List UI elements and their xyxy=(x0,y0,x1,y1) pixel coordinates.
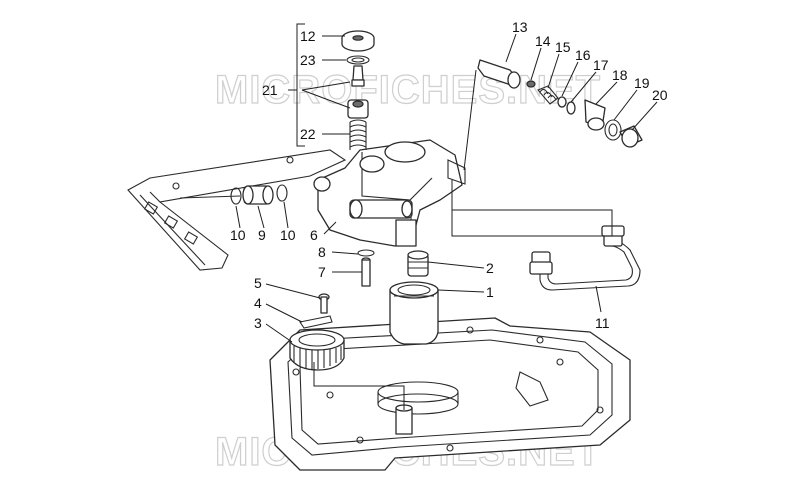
oil-pipe xyxy=(529,225,641,291)
callout-12: 12 xyxy=(300,28,316,44)
callout-2: 2 xyxy=(486,260,494,276)
callout-14: 14 xyxy=(535,33,551,49)
callout-19: 19 xyxy=(634,75,650,91)
callout-15: 15 xyxy=(555,39,571,55)
callout-5: 5 xyxy=(254,275,262,291)
callout-13: 13 xyxy=(512,19,528,35)
callout-9: 9 xyxy=(258,227,266,243)
callout-7: 7 xyxy=(318,264,326,280)
callout-11: 11 xyxy=(595,315,610,331)
callout-18: 18 xyxy=(612,67,628,83)
callout-6: 6 xyxy=(310,227,318,243)
callout-21: 21 xyxy=(262,82,278,98)
callout-8: 8 xyxy=(318,244,326,260)
oil-filter-and-fitting xyxy=(389,250,439,345)
oil-sump xyxy=(269,317,631,471)
callout-23: 23 xyxy=(300,52,316,68)
callout-22: 22 xyxy=(300,126,316,142)
callout-16: 16 xyxy=(575,47,591,63)
callout-10-right: 10 xyxy=(280,227,296,243)
callout-20: 20 xyxy=(652,87,668,103)
relief-valve-stack xyxy=(341,30,375,150)
group-bracket-21-22 xyxy=(288,23,305,147)
bypass-valve-parts xyxy=(477,59,643,148)
crankcase-gasket-frame xyxy=(127,149,347,271)
oil-pump-body xyxy=(313,139,466,247)
callout-4: 4 xyxy=(254,295,262,311)
callout-1: 1 xyxy=(486,284,494,300)
callout-labels: 12 23 21 22 13 14 15 16 17 18 19 20 2 1 … xyxy=(230,19,668,331)
drive-shaft-assembly xyxy=(179,184,288,205)
screw-and-washer xyxy=(357,249,375,287)
callout-3: 3 xyxy=(254,315,262,331)
watermark-top: MICROFICHES.NET xyxy=(215,68,601,112)
leader-lines xyxy=(235,33,658,343)
callout-10-left: 10 xyxy=(230,227,246,243)
oil-strainer-assembly xyxy=(289,293,405,410)
callout-17: 17 xyxy=(593,57,609,73)
connection-lines xyxy=(451,69,613,237)
